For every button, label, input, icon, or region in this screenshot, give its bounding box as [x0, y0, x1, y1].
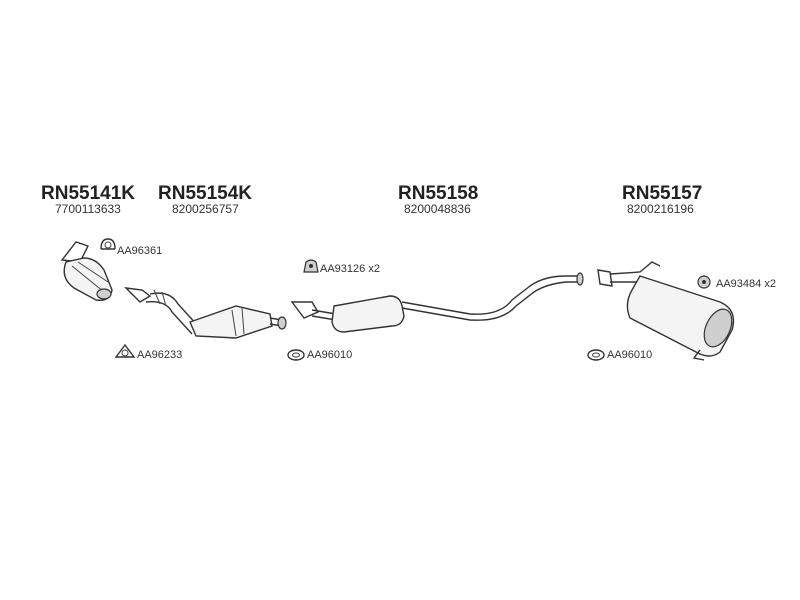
intermediate-pipe-silencer	[290, 272, 584, 333]
gasket-loop-icon	[100, 238, 116, 250]
ring-gasket-icon	[287, 349, 305, 361]
part-number-4: 8200216196	[627, 202, 694, 216]
part-number-1: 7700113633	[55, 202, 121, 216]
rubber-hanger-icon	[303, 259, 319, 273]
triangle-gasket-icon	[114, 343, 136, 358]
part-code-3: RN55158	[398, 183, 479, 204]
manifold-catalyst	[60, 241, 113, 301]
rear-silencer	[597, 261, 735, 361]
part-code-4: RN55157	[622, 183, 703, 204]
accessory-label-aa96361: AA96361	[117, 245, 163, 257]
accessory-label-aa96010-right: AA96010	[607, 349, 653, 361]
rubber-mount-icon	[697, 275, 711, 289]
part-number-2: 8200256757	[172, 202, 239, 216]
accessory-label-aa93484: AA93484 x2	[716, 278, 776, 290]
part-code-1: RN55141K	[41, 183, 135, 204]
accessory-label-aa93126: AA93126 x2	[320, 263, 380, 275]
accessory-label-aa96010-left: AA96010	[307, 349, 353, 361]
ring-gasket-icon	[587, 349, 605, 361]
part-number-3: 8200048836	[404, 202, 471, 216]
accessory-label-aa96233: AA96233	[137, 349, 183, 361]
part-code-2: RN55154K	[158, 183, 252, 204]
front-pipe-catalyst	[124, 287, 287, 339]
